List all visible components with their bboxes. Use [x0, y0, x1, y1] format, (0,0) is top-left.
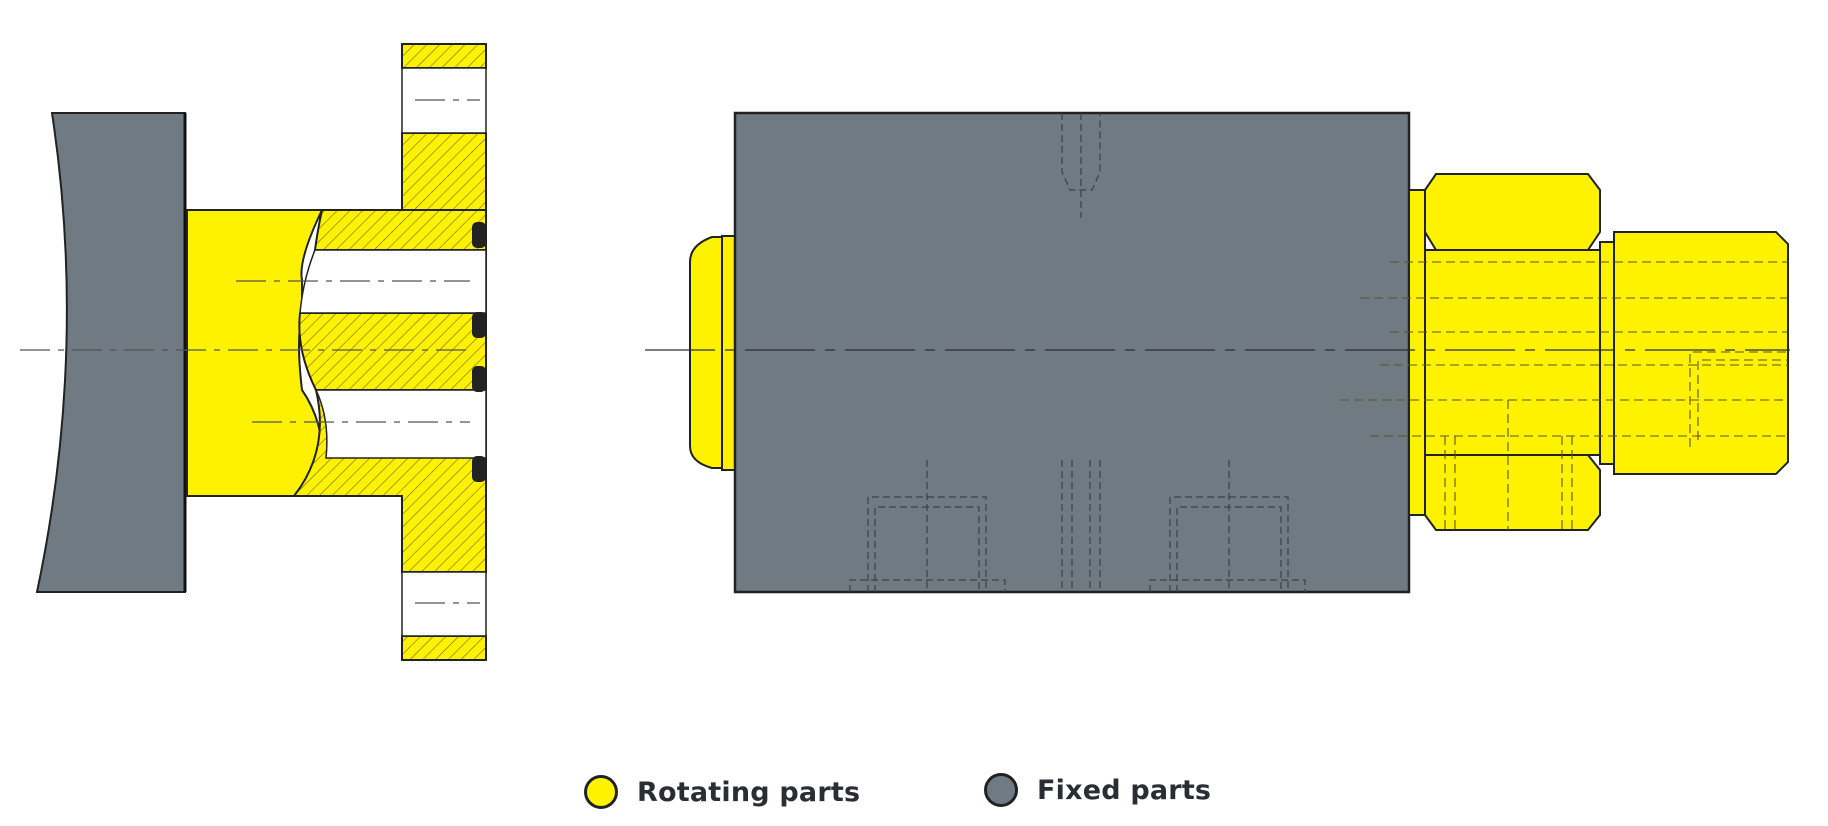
fixed-swatch-icon [984, 773, 1018, 807]
rotating-swatch-icon [584, 775, 618, 809]
left-fixed-housing [35, 112, 186, 593]
left-hatched-top-cap [401, 43, 487, 69]
right-assembly [645, 111, 1790, 594]
left-hatched-bottom-cap [401, 635, 487, 661]
left-seals [472, 222, 486, 482]
left-hatched-upper [313, 209, 487, 251]
legend-fixed-label: Fixed parts [1037, 774, 1212, 806]
right-fixed-block [733, 111, 1411, 594]
left-assembly [20, 43, 487, 661]
right-hex-nut [1424, 173, 1601, 531]
legend-fixed: Fixed parts [984, 773, 1211, 807]
legend-rotating-label: Rotating parts [637, 776, 861, 808]
right-threaded-end [1613, 231, 1789, 475]
left-hatched-web [298, 312, 487, 391]
legend-rotating: Rotating parts [584, 775, 860, 809]
